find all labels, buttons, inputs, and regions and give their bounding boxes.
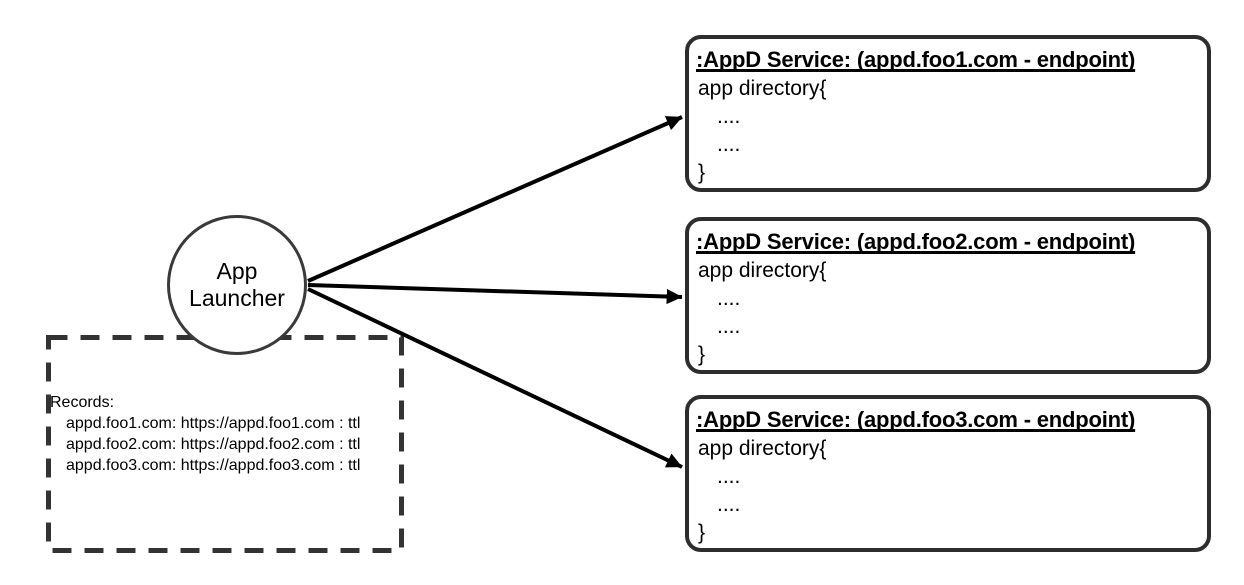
- service-title: :AppD Service: (appd.foo3.com - endpoint…: [696, 407, 1136, 432]
- service-body-line: app directory{: [698, 437, 827, 460]
- record-line: appd.foo2.com: https://appd.foo2.com : t…: [66, 436, 361, 453]
- arrow-launcher-to-foo2: [307, 283, 683, 305]
- records-box: Records: appd.foo1.com: https://appd.foo…: [50, 392, 360, 476]
- service-title: :AppD Service: (appd.foo2.com - endpoint…: [696, 229, 1136, 254]
- service-box-foo1: :AppD Service: (appd.foo1.com - endpoint…: [685, 35, 1211, 192]
- app-launcher-label-line: Launcher: [189, 285, 285, 311]
- service-body-line: }: [698, 161, 706, 184]
- service-body-line: ....: [717, 287, 741, 310]
- arrow-launcher-to-foo1: [307, 115, 683, 283]
- app-launcher-label-line: App: [216, 258, 258, 284]
- service-body-line: }: [698, 521, 706, 544]
- service-body-line: ....: [717, 315, 741, 338]
- record-line: appd.foo1.com: https://appd.foo1.com : t…: [66, 415, 361, 432]
- service-body-line: ....: [717, 105, 741, 128]
- service-body-line: app directory{: [698, 77, 827, 100]
- app-launcher-node: App Launcher: [167, 215, 307, 355]
- service-body-line: ....: [717, 493, 741, 516]
- service-box-foo2: :AppD Service: (appd.foo2.com - endpoint…: [685, 217, 1211, 374]
- record-line: appd.foo3.com: https://appd.foo3.com : t…: [66, 457, 361, 474]
- service-body-line: app directory{: [698, 259, 827, 282]
- service-box-foo3: :AppD Service: (appd.foo3.com - endpoint…: [685, 395, 1211, 552]
- service-body-line: }: [698, 343, 706, 366]
- records-title: Records:: [50, 394, 115, 411]
- service-body-line: ....: [717, 465, 741, 488]
- service-title: :AppD Service: (appd.foo1.com - endpoint…: [696, 47, 1136, 72]
- service-body-line: ....: [717, 133, 741, 156]
- arrow-launcher-to-foo3: [307, 287, 683, 469]
